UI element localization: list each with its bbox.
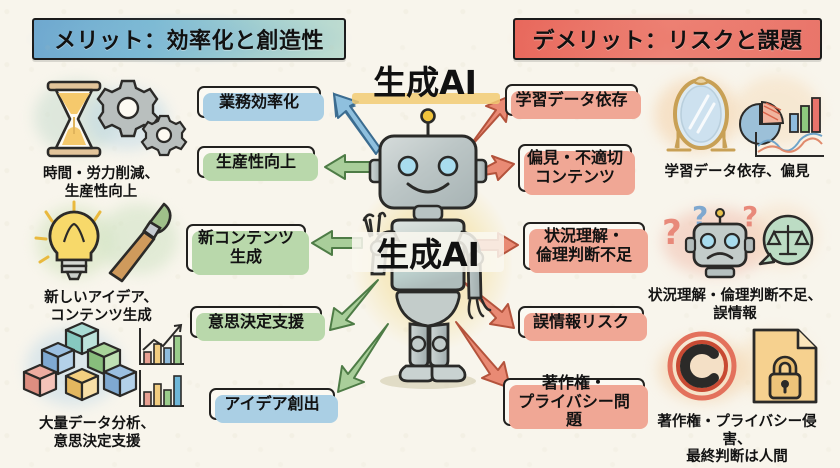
center-title-highlight bbox=[352, 93, 500, 104]
merit-illustration-1-caption-line1: 時間・労力削減、 bbox=[43, 166, 159, 182]
copyright-locked-document-icon bbox=[648, 320, 826, 412]
confused-robot-scales-icon: ? ? ? bbox=[646, 194, 824, 286]
mirror-charts-icon bbox=[648, 70, 826, 162]
merit-illustration-1-caption-line2: 生産性向上 bbox=[64, 183, 138, 200]
merit-illustration-2: 新しいアイデア、 コンテンツ生成 bbox=[12, 196, 190, 325]
demerit-chip-3[interactable]: 状況理解・ 倫理判断不足 bbox=[523, 222, 648, 273]
demerit-banner-label: デメリット：リスクと課題 bbox=[532, 29, 803, 54]
data-cubes-charts-icon bbox=[8, 321, 186, 414]
demerit-illustration-2-caption-line1: 状況理解・倫理判断不足、 bbox=[648, 288, 822, 304]
merit-banner: メリット：効率化と創造性 bbox=[26, 13, 352, 65]
svg-text:?: ? bbox=[742, 200, 758, 233]
merit-illustration-2-caption-line1: 新しいアイデア、 bbox=[44, 290, 158, 306]
demerit-banner-wash bbox=[507, 13, 828, 65]
merit-banner-label: メリット：効率化と創造性 bbox=[53, 29, 324, 54]
demerit-chip-4-label: 誤情報リスク bbox=[532, 311, 629, 331]
demerit-illustration-3-caption-line1: 著作権・プライバシー侵害、 bbox=[657, 414, 817, 448]
demerit-illustration-3: 著作権・プライバシー侵害、 最終判断は人間 bbox=[648, 320, 826, 467]
merit-chip-3-line1: 新コンテンツ bbox=[197, 228, 294, 248]
merit-chip-4-label: 意思決定支援 bbox=[207, 311, 304, 331]
merit-chip-4[interactable]: 意思決定支援 bbox=[190, 306, 325, 341]
merit-chip-2[interactable]: 生産性向上 bbox=[197, 146, 318, 181]
merit-chip-2-label: 生産性向上 bbox=[215, 151, 296, 171]
arrow-down-left-green-1 bbox=[329, 279, 379, 331]
demerit-chip-3-line1: 状況理解・ bbox=[543, 226, 624, 246]
merit-chip-3-line2: 生成 bbox=[229, 247, 262, 266]
merit-chip-1[interactable]: 業務効率化 bbox=[197, 86, 324, 121]
demerit-chip-3-line2: 倫理判断不足 bbox=[535, 245, 632, 264]
merit-chip-1-label: 業務効率化 bbox=[218, 91, 299, 111]
merit-illustration-1: 時間・労力削減、 生産性向上 bbox=[12, 72, 190, 201]
lightbulb-paintbrush-icon bbox=[12, 196, 190, 288]
arrow-down-left-green-2 bbox=[337, 323, 389, 393]
merit-illustration-3-caption-line1: 大量データ分析、 bbox=[39, 416, 155, 432]
merit-chip-5[interactable]: アイデア創出 bbox=[209, 388, 338, 423]
demerit-illustration-2-caption-line2: 誤情報 bbox=[713, 305, 757, 322]
demerit-banner: デメリット：リスクと課題 bbox=[507, 13, 828, 65]
demerit-illustration-2: ? ? ? bbox=[646, 194, 824, 323]
merit-chip-5-label: アイデア創出 bbox=[224, 393, 320, 413]
demerit-chip-5[interactable]: 著作権・ プライバシー問題 bbox=[503, 374, 648, 429]
hourglass-gears-icon bbox=[12, 72, 190, 164]
merit-chip-3[interactable]: 新コンテンツ 生成 bbox=[186, 224, 309, 275]
merit-banner-wash bbox=[26, 13, 352, 65]
merit-illustration-3-caption-line2: 意思決定支援 bbox=[53, 433, 141, 450]
demerit-chip-5-line2: プライバシー問題 bbox=[518, 391, 630, 430]
demerit-chip-2-line1: 偏見・不適切 bbox=[526, 148, 623, 168]
svg-text:?: ? bbox=[662, 213, 682, 253]
demerit-chip-5-line1: 著作権・ bbox=[541, 373, 606, 393]
demerit-illustration-3-caption-line2: 最終判断は人間 bbox=[686, 449, 788, 466]
demerit-chip-2-line2: コンテンツ bbox=[534, 167, 615, 186]
merit-illustration-3: 大量データ分析、 意思決定支援 bbox=[8, 321, 186, 451]
demerit-chip-1[interactable]: 学習データ依存 bbox=[505, 84, 641, 119]
demerit-chip-1-label: 学習データ依存 bbox=[515, 89, 628, 109]
robot-center-label: 生成AI bbox=[352, 232, 504, 274]
demerit-illustration-1: 学習データ依存、偏見 bbox=[648, 70, 826, 182]
demerit-chip-4[interactable]: 誤情報リスク bbox=[518, 306, 647, 341]
demerit-chip-2[interactable]: 偏見・不適切 コンテンツ bbox=[518, 144, 635, 195]
page-title: 生成AI bbox=[373, 63, 477, 102]
demerit-illustration-1-caption-line1: 学習データ依存、偏見 bbox=[664, 164, 810, 180]
merit-illustration-2-caption-line2: コンテンツ生成 bbox=[50, 307, 152, 324]
